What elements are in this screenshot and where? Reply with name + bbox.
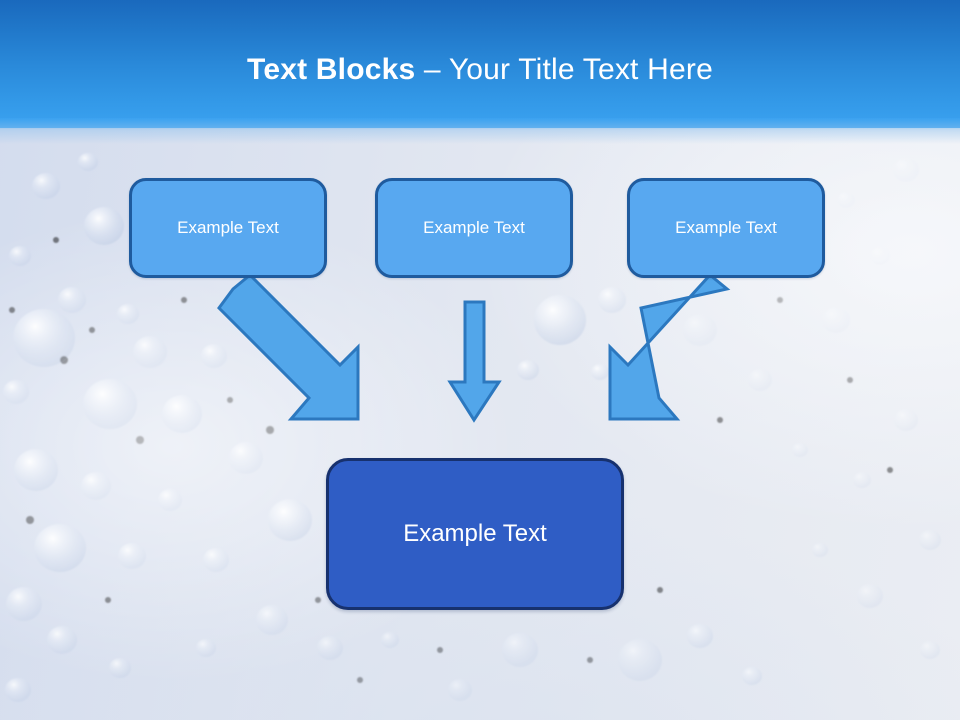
header-band: [0, 0, 960, 128]
page-title-rest: Your Title Text Here: [448, 53, 713, 86]
text-block-3[interactable]: Example Text: [627, 178, 825, 278]
text-block-1[interactable]: Example Text: [129, 178, 327, 278]
text-block-2[interactable]: Example Text: [375, 178, 573, 278]
header-fade: [0, 118, 960, 144]
page-title-bold: Text Blocks: [247, 53, 416, 86]
text-block-1-label: Example Text: [177, 218, 279, 237]
text-block-2-label: Example Text: [423, 218, 525, 237]
page-title-separator: –: [415, 53, 449, 86]
text-block-3-label: Example Text: [675, 218, 777, 237]
text-block-result[interactable]: Example Text: [326, 458, 624, 610]
page-title: Text Blocks – Your Title Text Here: [0, 50, 960, 90]
text-block-result-label: Example Text: [403, 520, 547, 547]
